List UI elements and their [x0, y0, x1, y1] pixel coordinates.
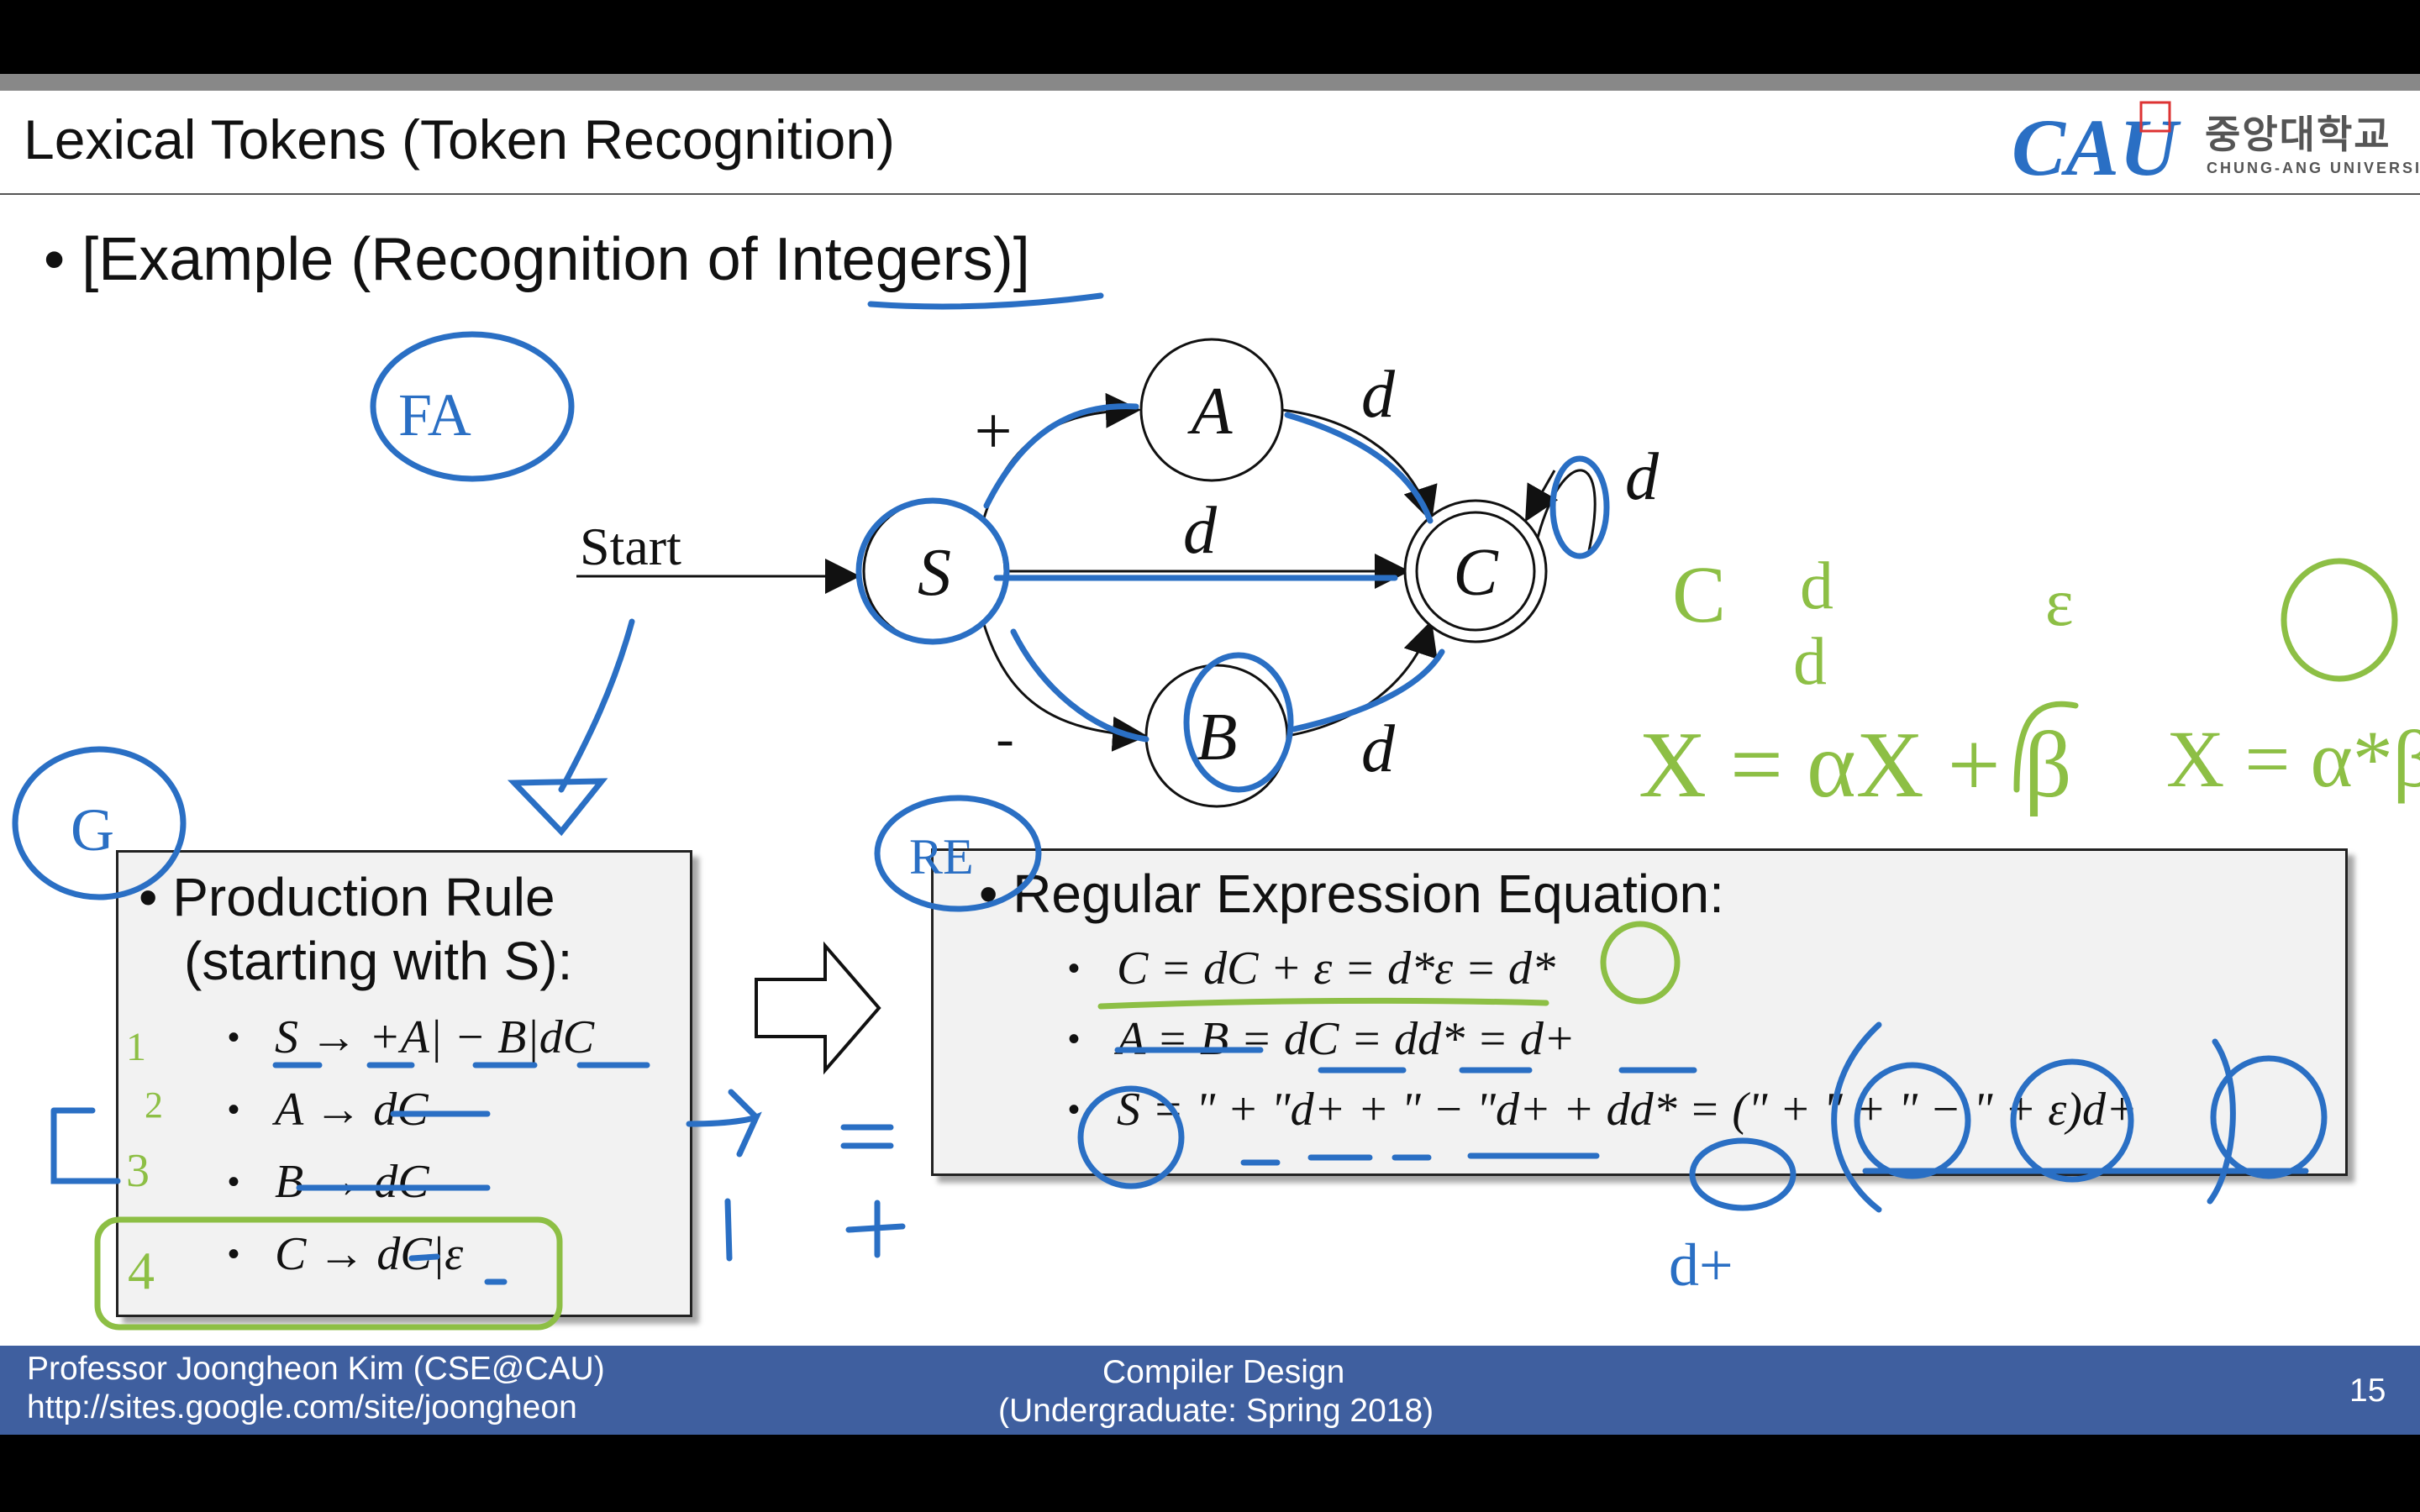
production-heading: • Production Rule [139, 867, 555, 927]
edge-b-c [1286, 620, 1438, 738]
rule-2: A → dC [275, 1084, 429, 1136]
ink-edge-trace-ac [1284, 412, 1434, 524]
ink-dstar-circle [1600, 921, 1681, 1005]
logo-english-name: CHUNG-ANG UNIVERSITY [2207, 160, 2420, 176]
ink-rule-number-4: 4 [128, 1241, 155, 1300]
rule-3-bullet-icon: • [228, 1163, 240, 1200]
slide-footer: Professor Joongheon Kim (CSE@CAU) http:/… [0, 1346, 2420, 1435]
rule-1-bullet-icon: • [228, 1019, 240, 1056]
ink-left-paren [1831, 1021, 1882, 1213]
edge-label-d-sc: d [1183, 494, 1218, 568]
ink-re-label: RE [909, 829, 974, 885]
ink-underline-eq-1 [1097, 997, 1549, 1010]
ink-arrow-right [686, 1089, 762, 1158]
equation-c: C = dC + ε = d*ε = d* [1117, 942, 1555, 995]
ink-underline-eq-3 [1240, 1152, 1600, 1166]
ink-right-paren [2207, 1038, 2236, 1205]
ink-minus-circle [2010, 1058, 2134, 1183]
ink-green-d-2: d [1793, 625, 1827, 699]
ink-edge-trace-bc [1291, 648, 1445, 732]
state-b-label: B [1197, 701, 1238, 774]
ink-state-s-circle [855, 497, 1010, 645]
ink-state-b-circle [1183, 652, 1294, 793]
ink-green-eps: ε [2045, 566, 2074, 640]
ink-tick [724, 1198, 733, 1262]
state-c-accepting [1403, 499, 1548, 643]
cau-logo-mark: CAU [2012, 101, 2181, 192]
title-divider [0, 193, 2420, 195]
footer-course: Compiler Design [1102, 1354, 1345, 1390]
ink-rule-4-box [94, 1216, 563, 1331]
edge-label-d-bc: d [1361, 712, 1396, 786]
ink-green-c: C [1672, 549, 1726, 639]
ink-plus-circle [1854, 1062, 1971, 1179]
rule-1: S → +A| − B|dC [275, 1011, 595, 1063]
ink-edge-trace-sb [1010, 628, 1150, 743]
edge-label-minus: - [996, 708, 1013, 768]
edge-label-d-ac: d [1361, 358, 1396, 432]
state-a [1139, 338, 1284, 482]
ink-underline-integers [867, 292, 1104, 310]
equation-a-b: A = B = dC = dd* = d+ [1117, 1013, 1576, 1065]
ink-re-circle [874, 795, 1042, 912]
window-top-strip [0, 74, 2420, 91]
re-heading: • Regular Expression Equation: [979, 864, 1724, 924]
ink-fa-label: FA [398, 381, 471, 449]
ink-arrow-head [507, 778, 608, 837]
ink-edge-trace-sa [983, 403, 1139, 509]
edge-label-d-loop: d [1625, 440, 1660, 514]
ink-rule-number-3: 3 [126, 1145, 150, 1197]
production-subheading: (starting with S): [184, 931, 573, 991]
footer-term: (Undergraduate: Spring 2018) [998, 1393, 1434, 1429]
state-s-label: S [918, 536, 951, 610]
ink-arrow-down [558, 618, 635, 793]
edge-label-plus: + [974, 395, 1012, 469]
edge-c-loop-head [1525, 470, 1559, 522]
state-a-label: A [1187, 375, 1234, 449]
ink-dplus-label: d+ [1669, 1231, 1733, 1299]
production-rule-box: • Production Rule (starting with S): • S… [116, 850, 692, 1317]
ink-plus [845, 1200, 906, 1258]
ink-scribble-circle [2281, 558, 2398, 682]
start-label: Start [580, 517, 681, 576]
state-c-inner-ring [1415, 511, 1536, 632]
logo-mark-text: CAU [2012, 102, 2181, 192]
ink-dd-circle [1689, 1137, 1797, 1211]
ink-beta-tail [2013, 701, 2079, 793]
ink-arden-result: X = α*β [2166, 714, 2420, 804]
eq-2-bullet-icon: • [1068, 1021, 1081, 1058]
ink-loop-scribble [1549, 455, 1610, 559]
ink-rule-number-1: 1 [126, 1025, 146, 1069]
ink-rule-number-2: 2 [145, 1084, 163, 1126]
slide-title: Lexical Tokens (Token Recognition) [24, 108, 896, 171]
ink-fa-circle [370, 331, 575, 482]
logo-korean-name: 중앙대학교 [2205, 113, 2391, 156]
block-arrow-icon [755, 941, 881, 1075]
ink-equals [840, 1124, 894, 1149]
rule-3: B → dC [275, 1156, 429, 1208]
example-bullet: • [Example (Recognition of Integers)] [44, 226, 1030, 293]
ink-g-circle [12, 746, 187, 900]
eq-3-bullet-icon: • [1068, 1091, 1081, 1128]
ink-s-circle [1077, 1085, 1185, 1189]
logo-square-icon [2139, 101, 2171, 133]
ink-eps-circle [2210, 1055, 2328, 1179]
footer-url[interactable]: http://sites.google.com/site/joongheon [27, 1389, 577, 1425]
eq-1-bullet-icon: • [1068, 950, 1081, 987]
ink-underline-rules [296, 1110, 508, 1285]
ink-g-label: G [71, 796, 114, 864]
footer-author: Professor Joongheon Kim (CSE@CAU) [27, 1351, 605, 1387]
ink-green-d-1: d [1800, 549, 1833, 623]
state-c-label: C [1453, 536, 1499, 610]
ink-bracket [50, 1107, 121, 1184]
ink-underline-eq-2 [1114, 1047, 1697, 1074]
ink-arden-equation: X = αX + β [1639, 713, 2072, 817]
rule-4-bullet-icon: • [228, 1236, 240, 1273]
rule-2-bullet-icon: • [228, 1091, 240, 1128]
edge-s-b [981, 621, 1148, 752]
regular-expression-box: • Regular Expression Equation: • C = dC … [931, 848, 2348, 1176]
footer-page-number: 15 [2349, 1373, 2386, 1409]
